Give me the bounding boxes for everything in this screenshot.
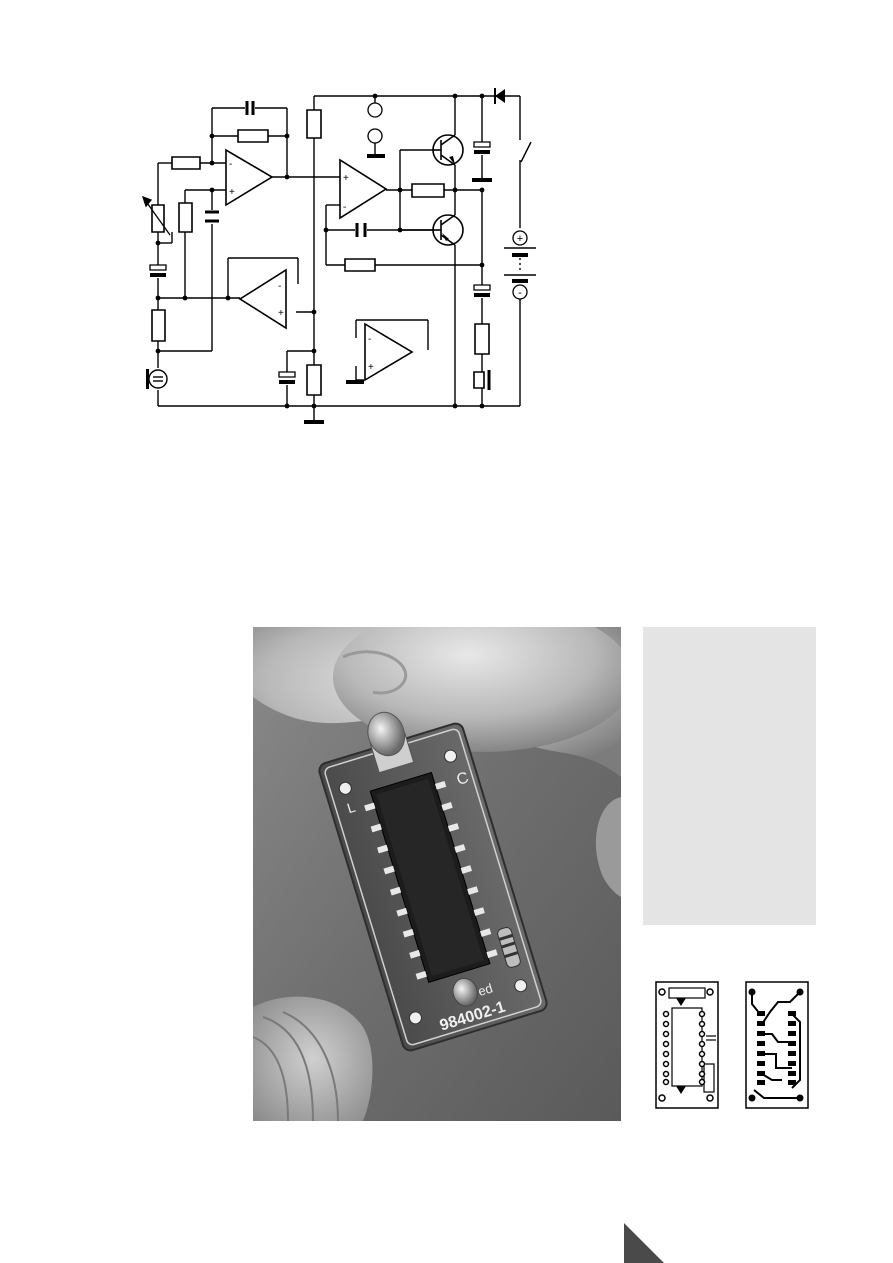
page-corner-triangle bbox=[624, 1223, 664, 1263]
pcb-component-layout bbox=[655, 981, 719, 1109]
board-mark-ed: ed bbox=[476, 980, 494, 999]
pcb-copper-layout bbox=[745, 981, 809, 1109]
opamp2-inverting-label: - bbox=[343, 202, 346, 213]
circuit-board-photo: 984002-1 C L ed bbox=[253, 627, 621, 1121]
board-mark-c: C bbox=[455, 769, 471, 789]
circuit-schematic: - + - + - + - + bbox=[130, 80, 550, 424]
opamp1-inverting-label: - bbox=[229, 159, 232, 170]
battery-negative-label: - bbox=[518, 287, 522, 299]
battery-positive-label: + bbox=[517, 233, 523, 245]
opamp3-inverting-label: - bbox=[278, 281, 281, 292]
opamp4-inverting-label: - bbox=[368, 334, 371, 345]
opamp1-noninverting-label: + bbox=[229, 187, 235, 198]
opamp4-noninverting-label: + bbox=[368, 362, 374, 373]
opamp3-noninverting-label: + bbox=[278, 308, 284, 319]
opamp2-noninverting-label: + bbox=[343, 173, 349, 184]
sidebar-text-box bbox=[643, 627, 816, 925]
